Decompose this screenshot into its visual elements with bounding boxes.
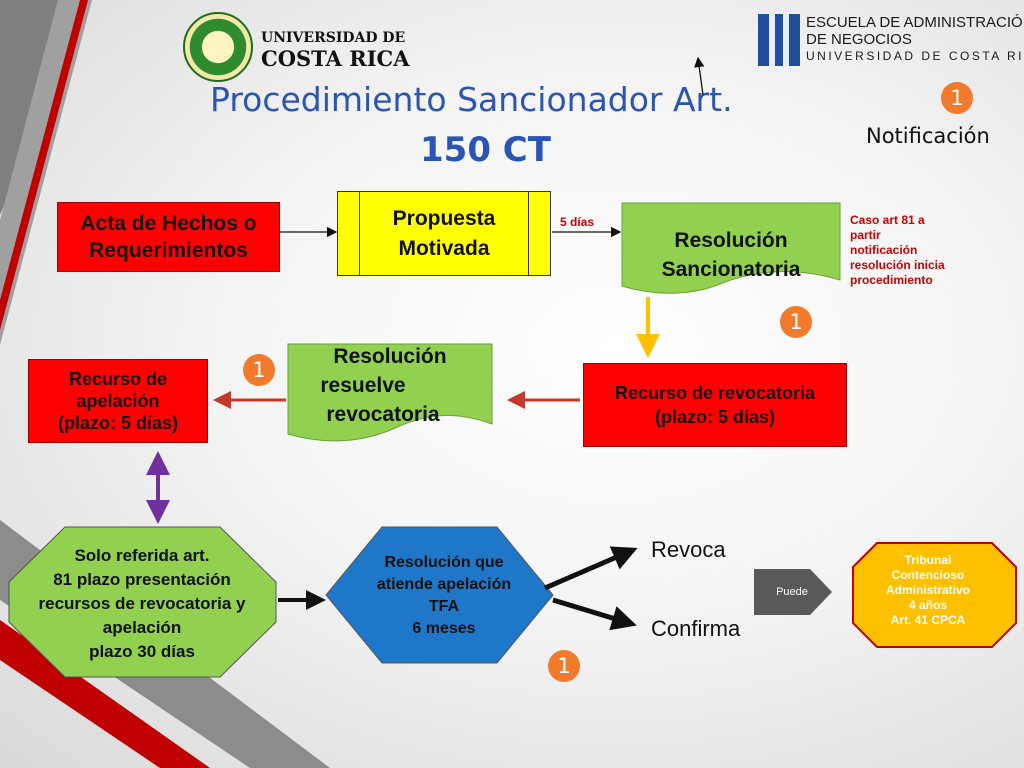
solo-referida-line1: Solo referida art. [74, 546, 210, 565]
resolucion-revocatoria-line2: resuelve [320, 374, 406, 397]
caso-note-line1: Caso art 81 a [850, 213, 925, 227]
resolucion-revocatoria-text: Resolución resuelve revocatoria [288, 342, 492, 429]
tribunal-line2: Contencioso [891, 568, 965, 582]
propuesta-box: Propuesta Motivada [337, 191, 551, 276]
ean-logo-line3: UNIVERSIDAD DE COSTA RICA [806, 49, 1024, 63]
ucr-logo: UNIVERSIDAD DE COSTA RICA [183, 12, 410, 84]
acta-line2: Requerimientos [89, 239, 248, 262]
resolucion-tfa-text: Resolución que atiende apelación TFA 6 m… [334, 552, 554, 640]
tribunal-line5: Art. 41 CPCA [890, 613, 966, 627]
caso-note-line4: resolución inicia [850, 258, 945, 272]
caso-note-line2: partir [850, 228, 881, 242]
ean-logo-line2: DE NEGOCIOS [806, 31, 912, 48]
resolucion-tfa-line1: Resolución que [384, 554, 504, 571]
solo-referida-line4: apelación [102, 618, 182, 637]
solo-referida-line3: recursos de revocatoria y [38, 594, 246, 613]
tribunal-line4: 4 años [908, 598, 947, 612]
resolucion-tfa-line2: atiende apelación [376, 576, 512, 593]
ean-logo: ESCUELA DE ADMINISTRACIÓN DE NEGOCIOS UN… [758, 12, 1024, 70]
solo-referida-line5: plazo 30 días [89, 642, 195, 661]
notification-marker: 1 [941, 82, 973, 114]
solo-referida-line2: 81 plazo presentación [53, 570, 231, 589]
stripe-red-top [0, 0, 88, 330]
confirma-label: Confirma [651, 616, 741, 641]
ucr-logo-line1: UNIVERSIDAD DE [261, 30, 406, 46]
resolucion-sancionatoria-line2: Sancionatoria [661, 258, 801, 281]
resolucion-tfa-line3: TFA [428, 598, 460, 615]
recurso-apelacion-box: Recurso de apelación (plazo: 5 días) [28, 359, 208, 443]
caso-note-line5: procedimiento [850, 273, 933, 287]
ean-logo-line1: ESCUELA DE ADMINISTRACIÓN [806, 14, 1024, 31]
recurso-apelacion-line2: apelación [76, 391, 160, 411]
acta-box: Acta de Hechos o Requerimientos [57, 202, 280, 272]
marker-tfa: 1 [548, 650, 580, 682]
dias-label: 5 días [560, 215, 595, 229]
marker-sancionatoria: 1 [780, 306, 812, 338]
resolucion-sancionatoria-text: Resolución Sancionatoria [622, 226, 840, 284]
recurso-apelacion-line3: (plazo: 5 días) [57, 413, 178, 433]
acta-line1: Acta de Hechos o [80, 212, 257, 235]
notification-label: Notificación [866, 124, 990, 148]
tribunal-line1: Tribunal [904, 553, 952, 567]
tribunal-line3: Administrativo [885, 583, 970, 597]
recurso-apelacion-line1: Recurso de [68, 369, 168, 389]
ucr-logo-line2: COSTA RICA [261, 46, 410, 71]
puede-label: Puede [776, 586, 808, 598]
recurso-revocatoria-line2: (plazo: 5 días) [654, 407, 775, 427]
caso-note-line3: notificación [850, 243, 918, 257]
resolucion-tfa-line4: 6 meses [412, 620, 476, 637]
solo-referida-text: Solo referida art. 81 plazo presentación… [10, 544, 274, 664]
title-line2: 150 CT [420, 130, 551, 170]
propuesta-line2: Motivada [398, 237, 490, 260]
propuesta-line1: Propuesta [392, 207, 496, 230]
tribunal-text: Tribunal Contencioso Administrativo 4 añ… [852, 553, 1004, 628]
recurso-revocatoria-box: Recurso de revocatoria (plazo: 5 días) [583, 363, 847, 447]
ucr-seal-icon [183, 12, 253, 82]
recurso-revocatoria-line1: Recurso de revocatoria [614, 383, 816, 403]
resolucion-sancionatoria-line1: Resolución [674, 229, 788, 252]
caso-note: Caso art 81 a partir notificación resolu… [850, 213, 990, 288]
resolucion-revocatoria-line1: Resolución [333, 345, 447, 368]
ean-mark-icon [758, 14, 800, 66]
stripe-silver-top [0, 0, 92, 345]
revoca-label: Revoca [651, 537, 726, 562]
resolucion-revocatoria-line3: revocatoria [326, 403, 440, 426]
title-line1: Procedimiento Sancionador Art. [210, 80, 733, 119]
marker-revocatoria: 1 [243, 354, 275, 386]
